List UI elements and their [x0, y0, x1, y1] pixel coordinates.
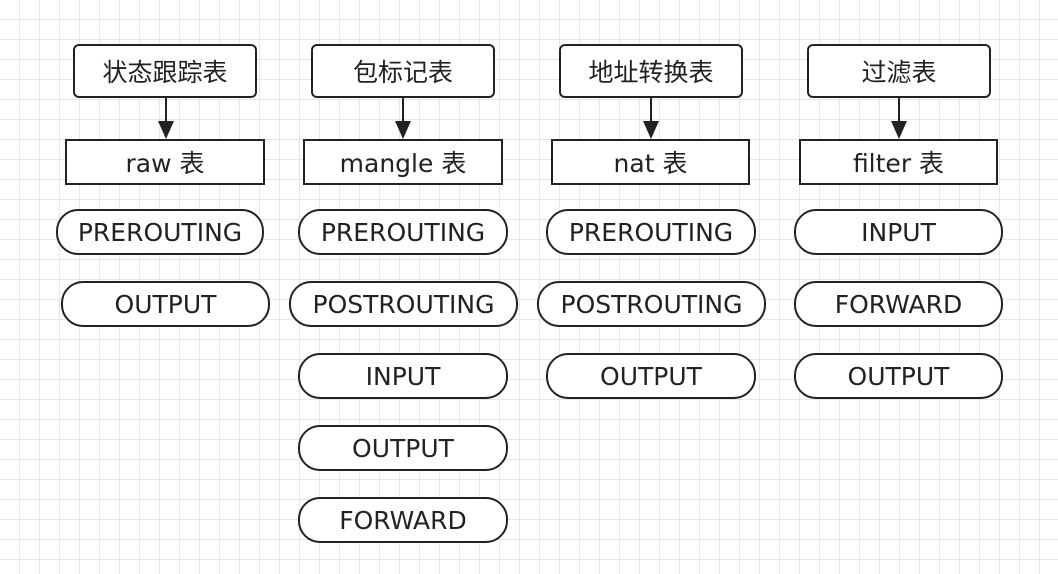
chain-input: INPUT — [794, 209, 1003, 255]
arrow-connector — [891, 97, 907, 139]
title-box-packet-marking: 包标记表 — [311, 44, 495, 98]
chain-prerouting: PREROUTING — [546, 209, 756, 255]
table-box-nat: nat 表 — [551, 139, 750, 185]
chain-prerouting: PREROUTING — [298, 209, 508, 255]
chain-prerouting: PREROUTING — [56, 209, 264, 255]
arrow-connector — [395, 97, 411, 139]
chain-forward: FORWARD — [298, 497, 508, 543]
chain-forward: FORWARD — [794, 281, 1003, 327]
title-box-address-translation: 地址转换表 — [559, 44, 743, 98]
title-box-filter: 过滤表 — [807, 44, 991, 98]
chain-input: INPUT — [298, 353, 508, 399]
chain-postrouting: POSTROUTING — [289, 281, 518, 327]
chain-output: OUTPUT — [298, 425, 508, 471]
arrow-connector — [158, 97, 174, 139]
chain-output: OUTPUT — [61, 281, 270, 327]
chain-output: OUTPUT — [546, 353, 756, 399]
table-box-raw: raw 表 — [65, 139, 265, 185]
table-box-filter: filter 表 — [799, 139, 998, 185]
arrow-connector — [643, 97, 659, 139]
title-box-state-tracking: 状态跟踪表 — [73, 44, 257, 98]
table-box-mangle: mangle 表 — [303, 139, 503, 185]
chain-postrouting: POSTROUTING — [537, 281, 766, 327]
chain-output: OUTPUT — [794, 353, 1003, 399]
